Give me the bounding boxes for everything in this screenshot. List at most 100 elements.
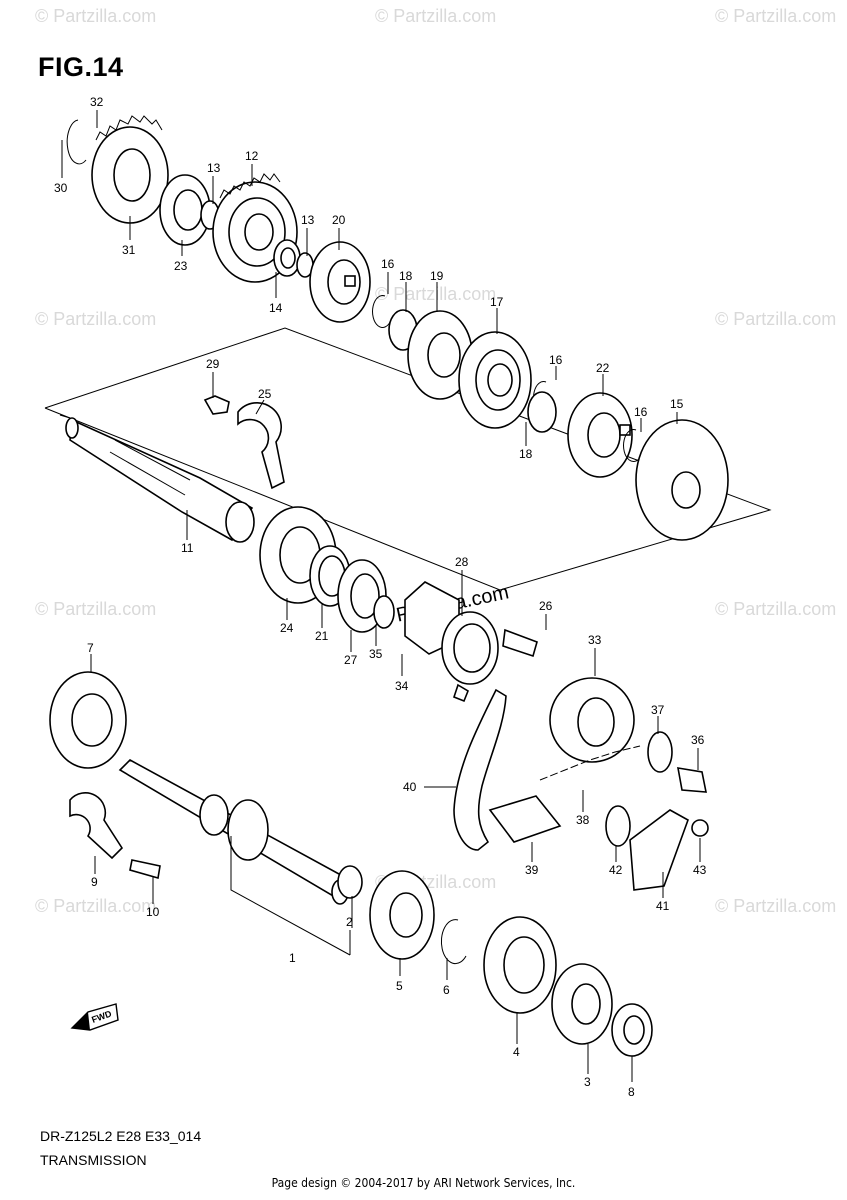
circlip-16	[372, 295, 392, 328]
callout-label: 25	[258, 387, 272, 401]
gear-32-circlip	[66, 119, 87, 165]
gear-19	[407, 310, 473, 400]
callout-label: 33	[588, 633, 602, 647]
callout-label: 28	[455, 555, 469, 569]
callout-label: 3	[584, 1075, 591, 1089]
plate-25	[237, 402, 285, 490]
callout-label: 38	[576, 813, 590, 827]
callout-label: 14	[269, 301, 283, 315]
callout-label: 22	[596, 361, 610, 375]
callout-label: 36	[691, 733, 705, 747]
circlip-16c	[623, 429, 643, 462]
driveshaft-1	[118, 759, 352, 905]
callout-label: 27	[344, 653, 358, 667]
screw-10	[129, 859, 161, 880]
callout-label: 13	[301, 213, 315, 227]
callout-label: 18	[519, 447, 533, 461]
callout-label: 19	[430, 269, 444, 283]
callout-label: 24	[280, 621, 294, 635]
callout-label: 37	[651, 703, 665, 717]
callout-label: 26	[539, 599, 553, 613]
o-ring-35	[373, 595, 395, 629]
callout-label: 41	[656, 899, 670, 913]
callout-label: 32	[90, 95, 104, 109]
gear-4	[483, 916, 557, 1014]
callout-label: 16	[634, 405, 648, 419]
screw-43	[691, 819, 709, 837]
callout-label: 6	[443, 983, 450, 997]
figure-name: TRANSMISSION	[40, 1152, 147, 1168]
washer-37	[647, 731, 673, 773]
callout-label: 5	[396, 979, 403, 993]
plate-9	[69, 792, 124, 860]
callout-label: 21	[315, 629, 329, 643]
gear-22	[567, 392, 633, 478]
watermark: © Partzilla.com	[715, 896, 836, 916]
callout-label: 34	[395, 679, 409, 693]
countershaft-11	[65, 417, 255, 543]
fwd-arrow-icon: FWD	[70, 1003, 119, 1031]
callout-label: 29	[206, 357, 220, 371]
bearing-7	[49, 671, 127, 769]
callout-label: 39	[525, 863, 539, 877]
callout-label: 16	[381, 257, 395, 271]
watermark: © Partzilla.com	[35, 599, 156, 619]
sprocket-33	[549, 677, 635, 763]
figure-code: DR-Z125L2 E28 E33_014	[40, 1128, 202, 1144]
cover-41	[629, 809, 689, 891]
callout-labels: 32 30 31 23 13 12 13 14 20 16 18 19 17 1…	[54, 95, 707, 1099]
callout-label: 11	[181, 541, 194, 555]
o-ring-42	[605, 805, 631, 847]
page-footer: Page design © 2004-2017 by ARI Network S…	[271, 1176, 576, 1190]
gear-31	[91, 115, 169, 224]
bolt-26	[502, 628, 538, 658]
callout-label: 15	[670, 397, 684, 411]
needle-bearing-2	[337, 865, 363, 899]
gear-15	[635, 419, 729, 541]
gear-20	[309, 241, 371, 323]
figure-title: FIG.14	[38, 52, 124, 82]
callout-label: 12	[245, 149, 259, 163]
gear-3	[551, 963, 613, 1045]
callout-label: 31	[122, 243, 136, 257]
bushing-14	[273, 239, 301, 277]
callout-label: 1	[289, 951, 296, 965]
circlip-6	[440, 919, 467, 965]
callout-label: 43	[693, 863, 707, 877]
bolt-36	[677, 767, 707, 793]
callout-label: 20	[332, 213, 346, 227]
washer-8	[611, 1003, 653, 1057]
callout-label: 23	[174, 259, 188, 273]
watermark: © Partzilla.com	[35, 6, 156, 26]
callout-label: 17	[490, 295, 504, 309]
arm-40	[453, 688, 507, 851]
watermarks: © Partzilla.com © Partzilla.com © Partzi…	[35, 6, 836, 916]
bolt-29	[203, 395, 230, 415]
callout-label: 18	[399, 269, 413, 283]
watermark: © Partzilla.com	[375, 284, 496, 304]
watermark: © Partzilla.com	[715, 309, 836, 329]
callout-label: 35	[369, 647, 383, 661]
callout-label: 4	[513, 1045, 520, 1059]
gear-17	[458, 331, 532, 429]
joint-39	[488, 795, 562, 843]
callout-label: 8	[628, 1085, 635, 1099]
callout-label: 2	[346, 915, 353, 929]
callout-label: 16	[549, 353, 563, 367]
countershaft-frame	[44, 327, 772, 591]
watermark: © Partzilla.com	[715, 599, 836, 619]
callout-label: 40	[403, 780, 417, 794]
callout-label: 10	[146, 905, 160, 919]
watermark: © Partzilla.com	[715, 6, 836, 26]
chain-38	[539, 745, 641, 781]
washer-18b	[527, 391, 557, 433]
callout-label: 9	[91, 875, 98, 889]
callout-label: 42	[609, 863, 623, 877]
callout-label: 30	[54, 181, 68, 195]
callout-label: 7	[87, 641, 94, 655]
callout-label: 13	[207, 161, 221, 175]
watermark: © Partzilla.com	[35, 309, 156, 329]
gear-5	[369, 870, 435, 960]
plate-28	[441, 611, 499, 703]
